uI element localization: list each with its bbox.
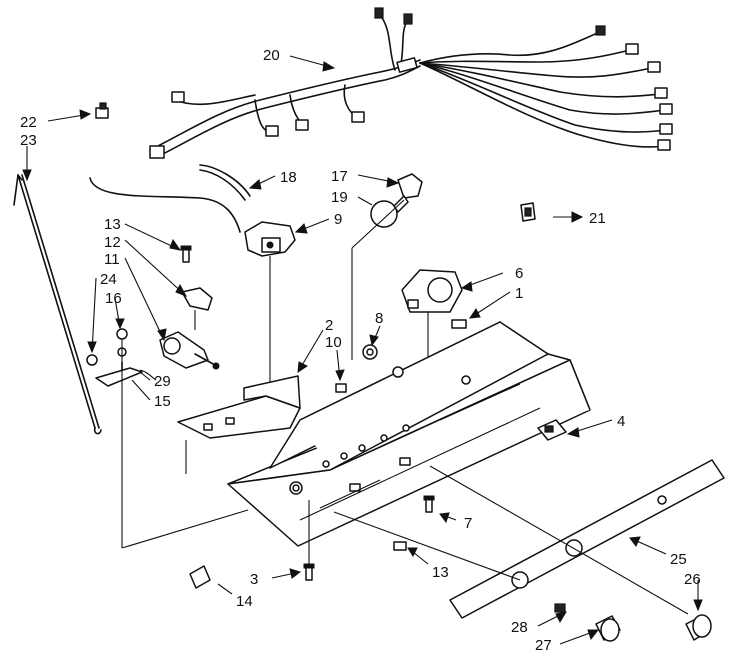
light-bulb-and-socket — [351, 173, 423, 360]
callout-23: 23 — [20, 132, 37, 149]
small-parts-cluster — [86, 328, 249, 549]
screw-middle — [423, 495, 435, 513]
switch-part — [520, 202, 536, 222]
clip-part — [95, 102, 109, 119]
callout-21: 21 — [589, 210, 606, 227]
callout-7: 7 — [464, 515, 472, 532]
wiring-harness — [149, 7, 673, 159]
callout-10: 10 — [325, 334, 342, 351]
bracket — [181, 287, 213, 330]
callout-13-upper: 13 — [104, 216, 121, 233]
switch-clip — [537, 419, 567, 441]
callout-16: 16 — [105, 290, 122, 307]
control-housing — [227, 319, 591, 547]
callout-20: 20 — [263, 47, 280, 64]
screw-top — [180, 245, 192, 263]
callout-11: 11 — [104, 251, 120, 268]
callout-28: 28 — [511, 619, 528, 636]
damper-valve — [159, 331, 220, 370]
knob-clip — [554, 603, 566, 613]
callout-17: 17 — [331, 168, 348, 185]
callout-3: 3 — [250, 571, 258, 588]
callout-8: 8 — [375, 310, 383, 327]
callout-12: 12 — [104, 234, 121, 251]
light-socket — [362, 344, 378, 360]
control-knob-right — [685, 614, 712, 641]
leader-lines — [26, 55, 699, 645]
screw-lower — [393, 541, 407, 551]
callout-1: 1 — [515, 285, 523, 302]
callout-15: 15 — [154, 393, 171, 410]
callout-24: 24 — [100, 271, 117, 288]
callout-6: 6 — [515, 265, 523, 282]
screw-small — [335, 383, 347, 393]
control-knob-left — [595, 615, 621, 642]
callout-25: 25 — [670, 551, 687, 568]
control-rod — [13, 174, 102, 435]
callout-26: 26 — [684, 571, 701, 588]
callout-13-lower: 13 — [432, 564, 449, 581]
mounting-plate — [177, 375, 301, 474]
callout-4: 4 — [617, 413, 625, 430]
callout-labels: 1 2 3 4 6 7 8 9 10 11 12 13 13 14 15 16 … — [20, 47, 701, 654]
callout-18: 18 — [280, 169, 297, 186]
capillary-tube — [89, 164, 251, 233]
arrowheads — [22, 61, 703, 641]
callout-22: 22 — [20, 114, 37, 131]
callout-27: 27 — [535, 637, 552, 654]
callout-19: 19 — [331, 189, 348, 206]
callout-14: 14 — [236, 593, 253, 610]
screw-bottom — [303, 500, 315, 581]
callout-2: 2 — [325, 317, 333, 334]
mounting-clip — [189, 565, 211, 589]
thermostat — [244, 221, 296, 390]
callout-29: 29 — [154, 373, 171, 390]
control-panel — [333, 459, 725, 619]
callout-9: 9 — [334, 211, 342, 228]
